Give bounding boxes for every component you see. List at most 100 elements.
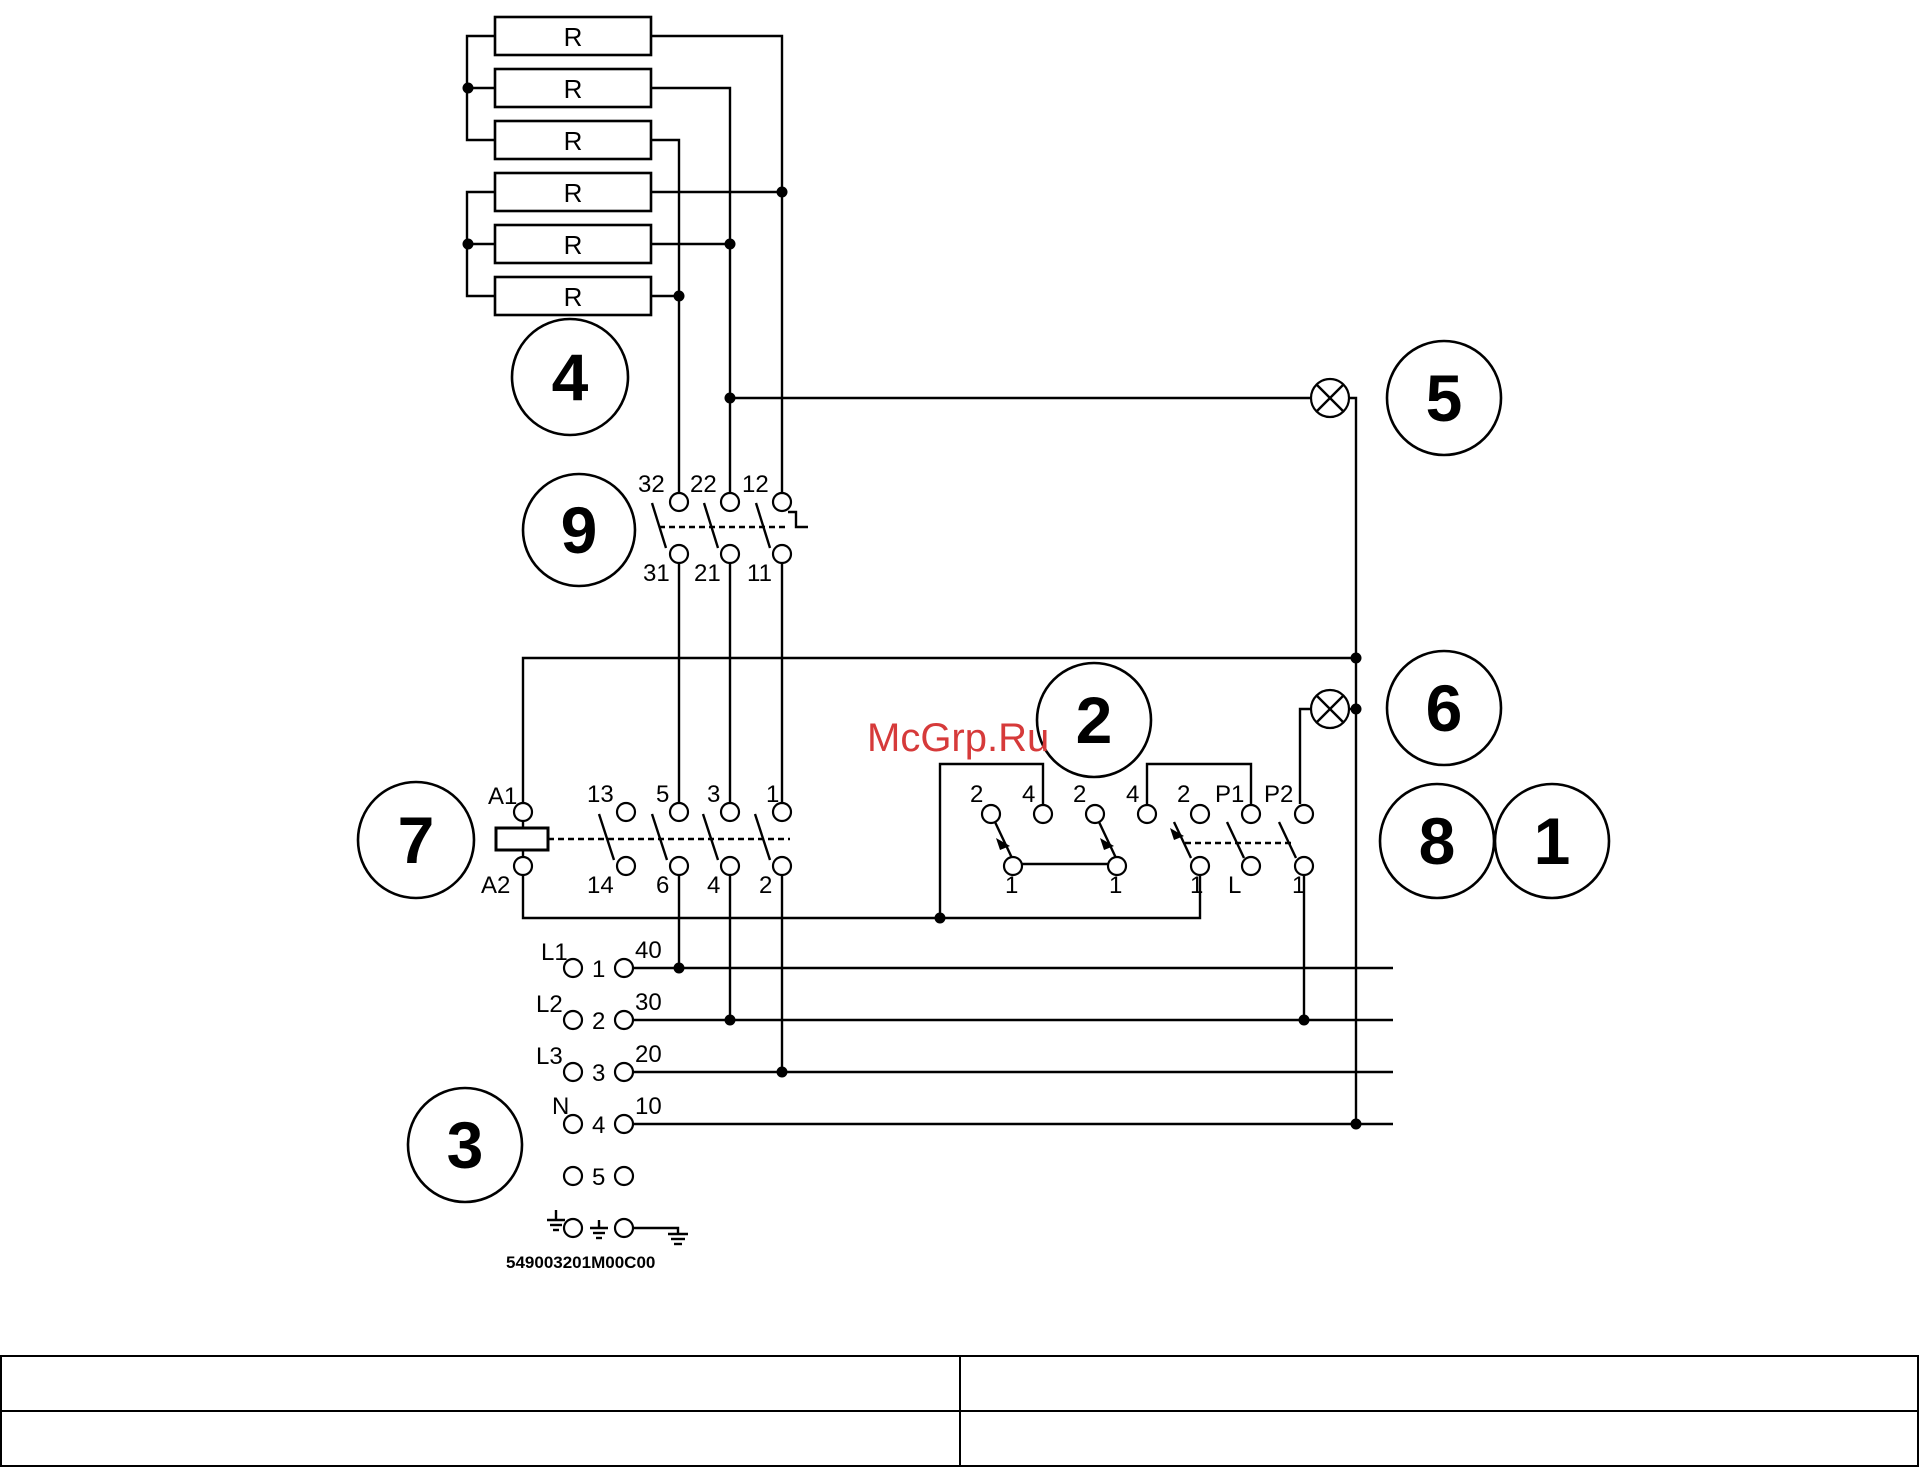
k7-terminal-1 [773, 803, 791, 821]
sel-label-p2: P2 [1264, 781, 1293, 808]
callout-7: 7 [358, 782, 474, 898]
sel-terminal-2c [1191, 805, 1209, 823]
sel-terminal-2a [982, 805, 1000, 823]
tb-terminal-4-in [564, 1115, 582, 1133]
tb-num-1: 1 [592, 956, 605, 983]
callout-4: 4 [512, 319, 628, 435]
sel-label-2c: 2 [1177, 781, 1190, 808]
svg-text:4: 4 [552, 340, 589, 414]
resistor-label-5: R [564, 230, 583, 260]
tb-terminal-5-out [615, 1167, 633, 1185]
resistor-bank: R R R R R R [463, 17, 788, 493]
table-row [1, 1411, 1918, 1466]
indicator-lamp-6 [1300, 690, 1356, 804]
k7-label-6: 6 [656, 872, 669, 899]
svg-text:3: 3 [447, 1108, 484, 1182]
switch-9: 32 22 12 31 21 11 [638, 471, 808, 804]
svg-text:9: 9 [561, 493, 598, 567]
sw9-label-32: 32 [638, 471, 665, 498]
sel-terminal-p2 [1295, 805, 1313, 823]
terminal-block: L1 1 40 L2 2 30 L3 3 20 N 4 10 5 [506, 937, 1393, 1272]
sel-terminal-p1 [1242, 805, 1260, 823]
tb-terminal-3-out [615, 1063, 633, 1081]
sel-label-1a: 1 [1005, 872, 1018, 899]
k7-terminal-14 [617, 857, 635, 875]
tb-num-5: 5 [592, 1164, 605, 1191]
tb-terminal-2-in [564, 1011, 582, 1029]
sw9-terminal-12 [773, 493, 791, 511]
k7-terminal-5 [670, 803, 688, 821]
k7-terminal-3 [721, 803, 739, 821]
k7-terminal-6 [670, 857, 688, 875]
part-code: 549003201M00C00 [506, 1253, 655, 1272]
tb-phase-l2: L2 [536, 991, 563, 1018]
sel-label-p1: P1 [1215, 781, 1244, 808]
sel-label-2b: 2 [1073, 781, 1086, 808]
callout-6: 6 [1387, 651, 1501, 765]
svg-text:6: 6 [1426, 671, 1463, 745]
callout-1: 1 [1495, 784, 1609, 898]
k7-terminal-13 [617, 803, 635, 821]
sel-terminal-2b [1086, 805, 1104, 823]
k7-label-a2: A2 [481, 872, 510, 899]
k7-label-3: 3 [707, 781, 720, 808]
tb-terminal-earth-in [564, 1219, 582, 1237]
resistor-label-6: R [564, 282, 583, 312]
tb-phase-l3: L3 [536, 1043, 563, 1070]
resistor-label-1: R [564, 22, 583, 52]
tb-terminal-earth-out [615, 1219, 633, 1237]
k7-terminal-a2 [514, 857, 532, 875]
callout-9: 9 [523, 474, 635, 586]
k7-coil [496, 828, 548, 850]
contactor-7: A1 A2 13 5 3 1 14 6 4 2 [481, 781, 791, 1072]
control-wire-bottom [523, 875, 1200, 918]
sw9-label-11: 11 [747, 560, 772, 587]
callout-8: 8 [1380, 784, 1494, 898]
k7-label-4: 4 [707, 872, 720, 899]
sw9-terminal-21 [721, 545, 739, 563]
sel-label-4b: 4 [1126, 781, 1139, 808]
earth-symbol-mid [590, 1220, 608, 1238]
watermark: McGrp.Ru [867, 716, 1049, 760]
k7-terminal-2 [773, 857, 791, 875]
resistor-label-2: R [564, 74, 583, 104]
earth-symbol-right [668, 1234, 688, 1244]
sw9-label-21: 21 [694, 560, 721, 587]
tb-terminal-1-in [564, 959, 582, 977]
selector-switch-8: 2 4 2 4 2 P1 P2 1 1 1 L 1 [940, 764, 1313, 1020]
table-cell [1, 1411, 960, 1466]
svg-text:1: 1 [1534, 804, 1571, 878]
tb-terminal-1-out [615, 959, 633, 977]
tb-terminal-2-out [615, 1011, 633, 1029]
sel-terminal-4b [1138, 805, 1156, 823]
legend-table [0, 1355, 1919, 1467]
svg-text:2: 2 [1076, 683, 1113, 757]
tb-num-4: 4 [592, 1112, 605, 1139]
k7-label-2: 2 [759, 872, 772, 899]
callout-2: 2 [1037, 663, 1151, 777]
earth-symbol-left [547, 1210, 565, 1230]
tb-phase-l1: L1 [541, 939, 568, 966]
sel-label-1c: 1 [1190, 872, 1203, 899]
table-cell [960, 1356, 1919, 1411]
sel-label-4a: 4 [1022, 781, 1035, 808]
tb-terminal-4-out [615, 1115, 633, 1133]
tb-num-2: 2 [592, 1008, 605, 1035]
tb-out-30: 30 [635, 989, 662, 1016]
resistor-label-4: R [564, 178, 583, 208]
tb-terminal-3-in [564, 1063, 582, 1081]
sw9-terminal-22 [721, 493, 739, 511]
k7-label-14: 14 [587, 872, 614, 899]
table-cell [960, 1411, 1919, 1466]
sw9-terminal-31 [670, 545, 688, 563]
tb-out-10: 10 [635, 1093, 662, 1120]
k7-label-a1: A1 [488, 783, 517, 810]
sel-label-1b: 1 [1109, 872, 1122, 899]
sel-terminal-4a [1034, 805, 1052, 823]
callout-3: 3 [408, 1088, 522, 1202]
sw9-label-31: 31 [643, 560, 670, 587]
k7-label-13: 13 [587, 781, 614, 808]
k7-terminal-a1 [514, 803, 532, 821]
svg-text:7: 7 [398, 803, 435, 877]
